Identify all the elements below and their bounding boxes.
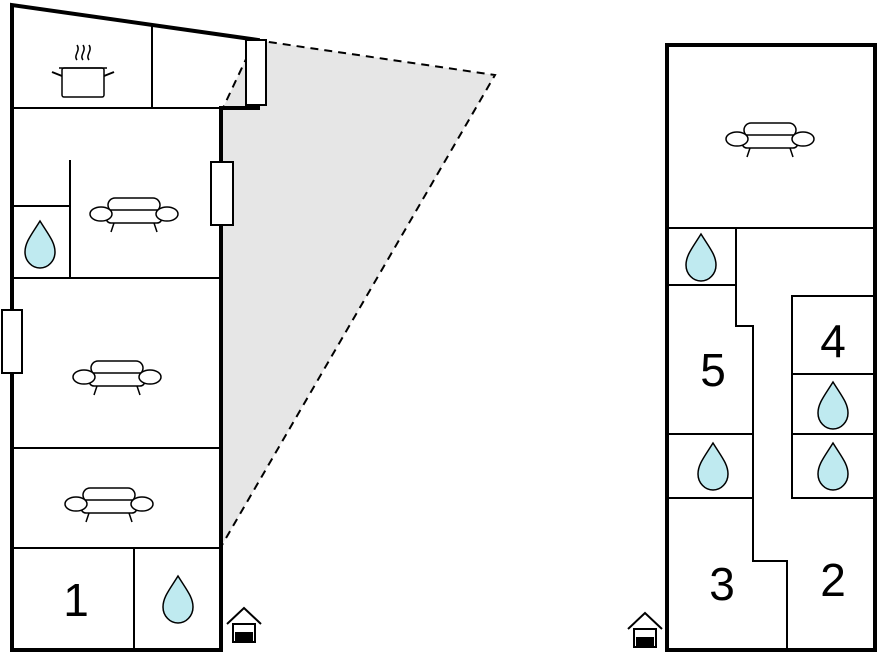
right-building: 4 5 3 2: [627, 43, 877, 652]
sofa-icon: [725, 122, 815, 158]
room-label-5: 5: [700, 344, 726, 396]
water-drop-icon: [162, 575, 194, 624]
entrance-house-icon: [226, 607, 262, 643]
room-label-3: 3: [709, 558, 735, 610]
entrance-house-icon: [627, 612, 663, 648]
water-drop-icon: [817, 381, 849, 430]
window: [245, 39, 267, 106]
room-label-4: 4: [820, 315, 846, 367]
window: [210, 161, 234, 226]
water-drop-icon: [24, 220, 56, 269]
sofa-icon: [89, 197, 179, 233]
left-building: 1: [1, 2, 497, 652]
right-partitions: [667, 227, 875, 650]
cooking-pot-icon: [51, 44, 115, 98]
room-label-2: 2: [820, 554, 846, 606]
terrace-area: [221, 38, 497, 549]
left-outer-wall: [10, 2, 260, 652]
sofa-icon: [64, 487, 154, 523]
water-drop-icon: [697, 442, 729, 491]
water-drop-icon: [685, 233, 717, 282]
right-outer-wall: [665, 43, 877, 652]
sofa-icon: [72, 360, 162, 396]
left-partitions: [12, 24, 221, 650]
water-drop-icon: [817, 442, 849, 491]
window: [1, 309, 23, 374]
room-label-1: 1: [63, 574, 89, 626]
